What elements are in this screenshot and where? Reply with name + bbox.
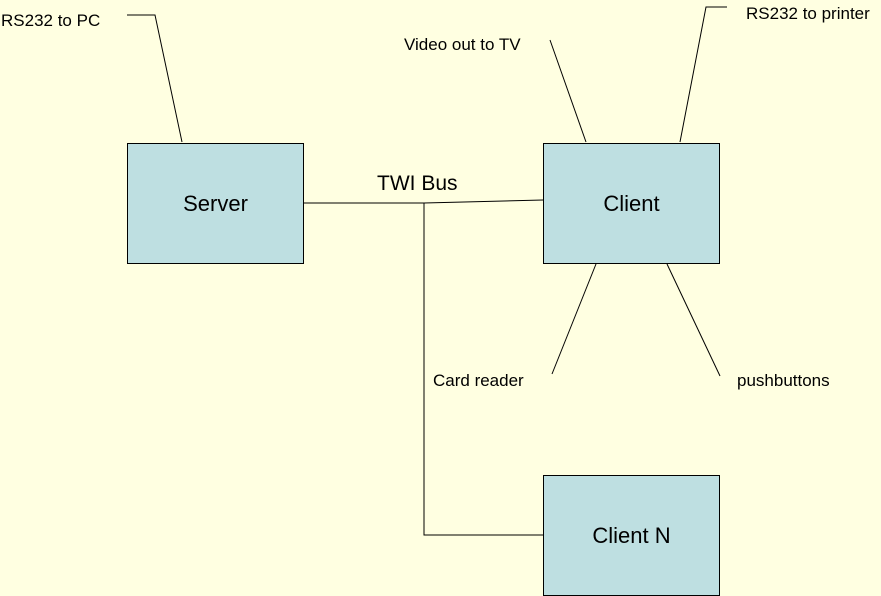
leader-pushbuttons [666, 263, 721, 377]
client-n-label: Client N [592, 522, 671, 548]
leader-rs232-pc [127, 14, 183, 143]
twi-bus-line [304, 199, 544, 204]
server-label: Server [183, 190, 248, 216]
video-out-label: Video out to TV [404, 35, 521, 54]
leader-rs232-printer [679, 6, 727, 143]
twi-bus-label: TWI Bus [377, 172, 458, 195]
pushbuttons-label: pushbuttons [737, 371, 830, 390]
bus-branch-to-client-n [423, 203, 543, 536]
rs232-pc-label: RS232 to PC [1, 11, 101, 30]
client-label: Client [603, 190, 660, 216]
server-node: Server [127, 143, 304, 264]
client-node: Client [543, 143, 720, 264]
leader-video-out [549, 39, 587, 143]
leader-card-reader [551, 263, 597, 375]
rs232-printer-label: RS232 to printer [746, 4, 870, 23]
client-n-node: Client N [543, 475, 720, 596]
card-reader-label: Card reader [433, 371, 524, 390]
